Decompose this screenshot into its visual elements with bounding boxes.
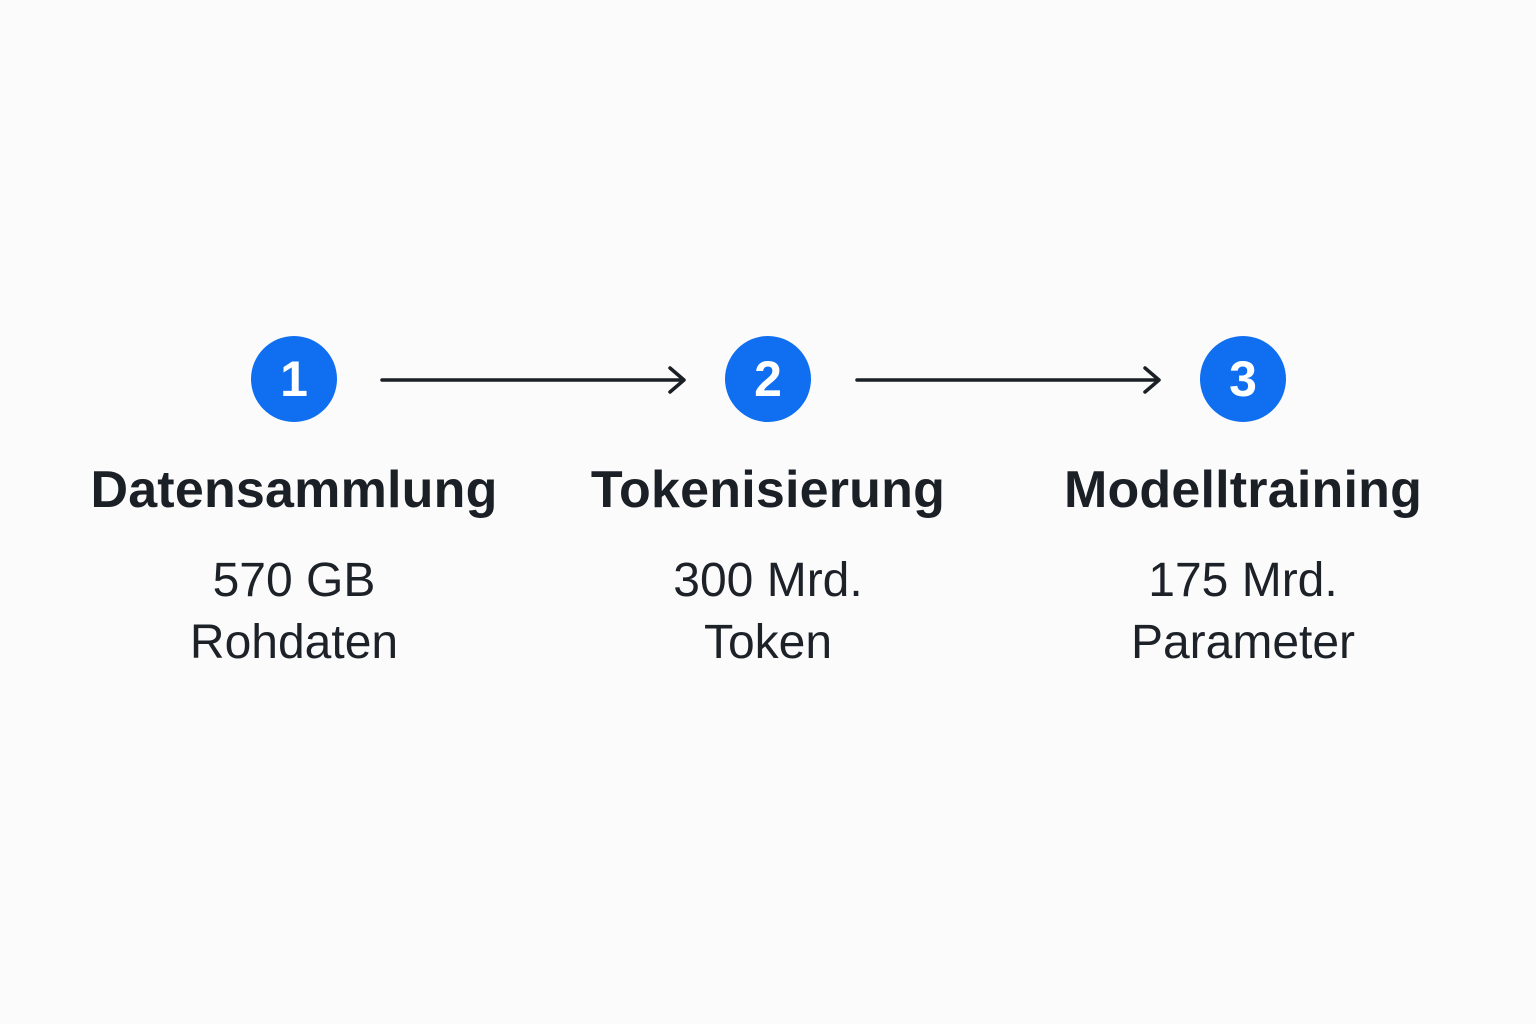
step-detail: 300 Mrd. Token — [673, 550, 862, 674]
step-title: Modelltraining — [1063, 461, 1423, 519]
step-detail-line: 570 GB — [212, 554, 376, 607]
step-detail-line: 300 Mrd. — [673, 554, 863, 607]
step-detail-line: Rohdaten — [189, 616, 399, 669]
step-detail-line: Parameter — [1130, 616, 1356, 669]
step-number-badge: 2 — [725, 336, 811, 422]
step-number-badge: 1 — [251, 336, 337, 422]
step-detail: 175 Mrd. Parameter — [1131, 550, 1355, 674]
step-detail-line: 175 Mrd. — [1148, 554, 1338, 607]
step-data-collection: 1 Datensammlung 570 GB Rohdaten — [64, 336, 524, 674]
arrow-right-icon — [855, 366, 1161, 394]
step-number-badge: 3 — [1200, 336, 1286, 422]
step-detail: 570 GB Rohdaten — [190, 550, 398, 674]
step-title: Tokenisierung — [590, 461, 946, 519]
step-tokenization: 2 Tokenisierung 300 Mrd. Token — [538, 336, 998, 674]
step-title: Datensammlung — [90, 461, 498, 519]
step-model-training: 3 Modelltraining 175 Mrd. Parameter — [1013, 336, 1473, 674]
step-detail-line: Token — [703, 616, 833, 669]
arrow-right-icon — [380, 366, 686, 394]
